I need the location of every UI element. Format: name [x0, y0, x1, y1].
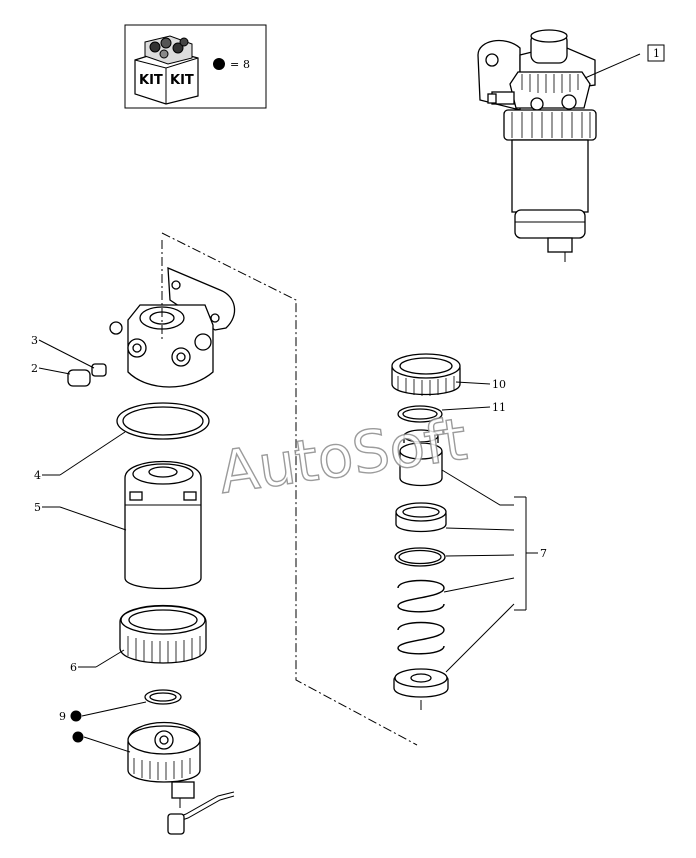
callout-4: 4	[34, 469, 41, 482]
callout-5: 5	[34, 501, 41, 514]
kit-legend: KIT KIT = 8	[124, 24, 267, 109]
filter-head: 3 2	[31, 240, 236, 388]
assembly-ref-box	[647, 44, 665, 62]
bowl-seal-9: 9	[59, 689, 182, 723]
kit-dot-icon	[72, 731, 84, 743]
kit-number: 8	[243, 58, 250, 71]
callout-2: 2	[31, 362, 38, 375]
seal-ring-4: 4	[34, 402, 210, 482]
kit-label-right: KIT	[170, 73, 194, 88]
callout-6: 6	[70, 661, 77, 674]
explode-path-line	[161, 232, 418, 746]
kit-legend-frame	[124, 24, 267, 109]
callout-9: 9	[59, 710, 66, 723]
kit-equals: =	[230, 58, 239, 71]
pump-kit-7: 7	[393, 429, 547, 710]
callout-10: 10	[492, 378, 506, 391]
retaining-nut-6: 6	[70, 604, 207, 674]
filter-cartridge-5: 5	[34, 460, 202, 590]
assembly-ref-label: 1	[653, 47, 660, 60]
kit-box-icon	[134, 35, 199, 105]
watermark-text: AutoSoft	[215, 405, 471, 507]
ring-nut-10: 10	[391, 353, 506, 396]
callout-11: 11	[492, 401, 506, 414]
o-ring-11: 11	[397, 401, 506, 423]
kit-dot-icon	[70, 710, 82, 722]
kit-dot-icon	[213, 58, 225, 70]
water-bowl-sensor	[72, 721, 235, 835]
kit-label-left: KIT	[139, 73, 163, 88]
callout-3: 3	[31, 334, 38, 347]
callout-7: 7	[540, 547, 547, 560]
assembled-filter: 1	[477, 29, 665, 262]
